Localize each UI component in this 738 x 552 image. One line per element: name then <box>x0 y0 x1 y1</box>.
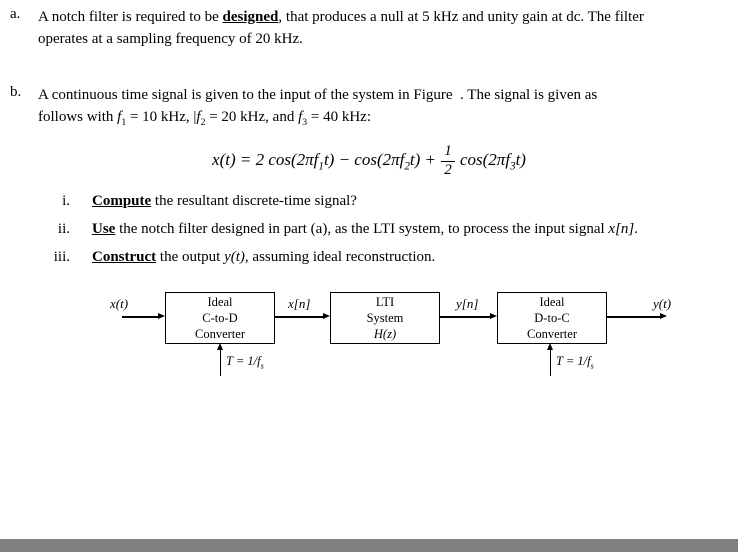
equation-part2: t) − cos(2πf <box>323 150 405 170</box>
freq1-subscript: 1 <box>121 117 127 128</box>
sampling-period-cd-sub: s <box>260 361 264 371</box>
sampling-arrow-cd-line <box>220 349 222 377</box>
freq3-value: = 40 kHz: <box>307 109 371 125</box>
system-block-diagram: x(t) Ideal C-to-D Converter x[n] LTI Sys… <box>10 284 728 394</box>
arrow-output-head <box>660 313 667 320</box>
input-signal-label: x(t) <box>110 296 129 312</box>
sampling-arrow-cd-head <box>217 343 223 351</box>
item-a-line1-pre: A notch filter is required to be <box>38 9 223 25</box>
arrow-xn-head <box>323 313 330 320</box>
subitem-i-number: i. <box>62 193 70 210</box>
output-signal-label: y(t) <box>653 296 672 312</box>
subitem-iii-number: iii. <box>53 249 70 266</box>
problem-item-b: b. A continuous time signal is given to … <box>10 84 728 134</box>
equation-sub2: 2 <box>404 160 410 173</box>
block-dc-line2: D-to-C <box>534 311 570 326</box>
freq3-symbol: f <box>298 109 303 125</box>
block-lti-system: LTI System H(z) <box>330 292 440 345</box>
arrow-yn-head <box>490 313 497 320</box>
sampling-period-dc-text: T = 1/f <box>556 354 591 369</box>
freq2-subscript: 2 <box>200 117 206 128</box>
block-lti-transfer-function: H(z) <box>373 327 397 342</box>
freq1-value: = 10 kHz, | <box>126 109 197 125</box>
fraction-numerator: 1 <box>441 143 455 162</box>
item-a-line2: operates at a sampling frequency of 20 k… <box>38 31 303 47</box>
equation-part3: t) + <box>409 150 441 170</box>
document-content: a. A notch filter is required to be desi… <box>10 6 728 394</box>
freq1-symbol: f <box>117 109 122 125</box>
subitem-iii: iii. Construct the output y(t), assuming … <box>10 246 728 268</box>
item-a-line1-post: , that produces a null at 5 kHz and unit… <box>278 9 644 25</box>
subitem-iii-text: the output <box>156 249 225 266</box>
subitem-iii-verb: Construct <box>92 249 157 266</box>
equation-part1: x(t) = 2 cos(2πf <box>212 150 319 170</box>
item-b-line2: follows with f1 = 10 kHz, |f2 = 20 kHz, … <box>38 106 728 134</box>
item-a-line1: A notch filter is required to be designe… <box>38 6 728 28</box>
subitem-i-text: the resultant discrete-time signal? <box>151 193 357 210</box>
discrete-output-label: y[n] <box>456 296 479 312</box>
item-b-line1: A continuous time signal is given to the… <box>38 87 598 103</box>
equation-part4: cos(2πf <box>455 150 511 170</box>
block-c-to-d-converter: Ideal C-to-D Converter <box>165 292 275 345</box>
item-b-body: A continuous time signal is given to the… <box>38 84 728 134</box>
block-lti-line2: System <box>366 311 404 326</box>
item-a-label: a. <box>10 6 21 22</box>
subitem-iii-math: y(t) <box>224 249 245 266</box>
block-cd-line3: Converter <box>195 327 245 342</box>
arrow-input-head <box>158 313 165 320</box>
arrow-output-line <box>607 316 660 318</box>
arrow-input-line <box>122 316 158 318</box>
sampling-arrow-dc-head <box>547 343 553 351</box>
arrow-yn-line <box>440 316 490 318</box>
block-cd-line2: C-to-D <box>202 311 238 326</box>
subitem-ii-math: x[n] <box>608 221 635 238</box>
freq2-symbol: f <box>196 109 201 125</box>
subitem-ii-tail: . <box>634 221 639 238</box>
subitem-list: i. Compute the resultant discrete-time si… <box>10 190 728 268</box>
block-dc-line1: Ideal <box>539 295 565 310</box>
problem-item-a: a. A notch filter is required to be desi… <box>10 6 728 50</box>
block-lti-line1: LTI <box>375 295 395 310</box>
sampling-period-label-cd: T = 1/fs <box>226 354 264 371</box>
subitem-ii-verb: Use <box>92 221 116 238</box>
equation-sub1: 1 <box>318 160 324 173</box>
sampling-period-label-dc: T = 1/fs <box>556 354 594 371</box>
freq3-subscript: 3 <box>302 117 308 128</box>
block-d-to-c-converter: Ideal D-to-C Converter <box>497 292 607 345</box>
sampling-period-cd-text: T = 1/f <box>226 354 261 369</box>
subitem-ii-text: the notch filter designed in part (a), a… <box>115 221 609 238</box>
subitem-i: i. Compute the resultant discrete-time si… <box>10 190 728 212</box>
subitem-ii: ii. Use the notch filter designed in part… <box>10 218 728 240</box>
fraction-denominator: 2 <box>444 161 452 178</box>
item-a-body: A notch filter is required to be designe… <box>38 6 728 50</box>
sampling-arrow-dc-line <box>550 349 552 377</box>
bottom-gray-bar <box>0 539 738 552</box>
item-b-label: b. <box>10 84 22 100</box>
sampling-period-dc-sub: s <box>590 361 594 371</box>
subitem-i-verb: Compute <box>92 193 152 210</box>
subitem-iii-tail: , assuming ideal reconstruction. <box>244 249 436 266</box>
block-dc-line3: Converter <box>527 327 577 342</box>
equation-part5: t) <box>515 150 526 170</box>
subitem-ii-number: ii. <box>57 221 70 238</box>
block-cd-line1: Ideal <box>207 295 233 310</box>
discrete-input-label: x[n] <box>288 296 311 312</box>
item-b-line2-pre: follows with <box>38 109 118 125</box>
equation-sub3: 3 <box>510 160 516 173</box>
arrow-xn-line <box>275 316 323 318</box>
freq2-value: = 20 kHz, and <box>205 109 299 125</box>
item-a-designed-emphasis: designed <box>222 9 279 25</box>
